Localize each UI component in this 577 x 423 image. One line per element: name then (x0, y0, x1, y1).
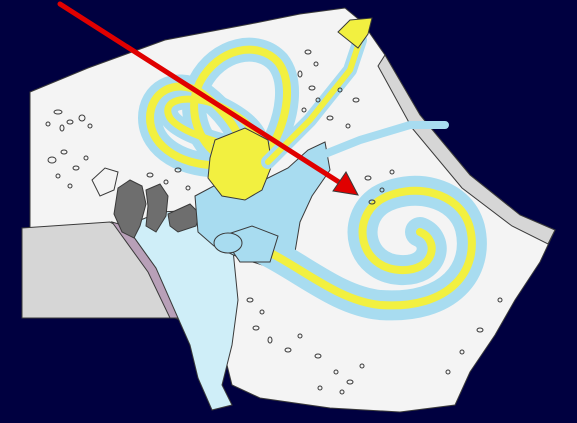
round-window (214, 233, 242, 253)
